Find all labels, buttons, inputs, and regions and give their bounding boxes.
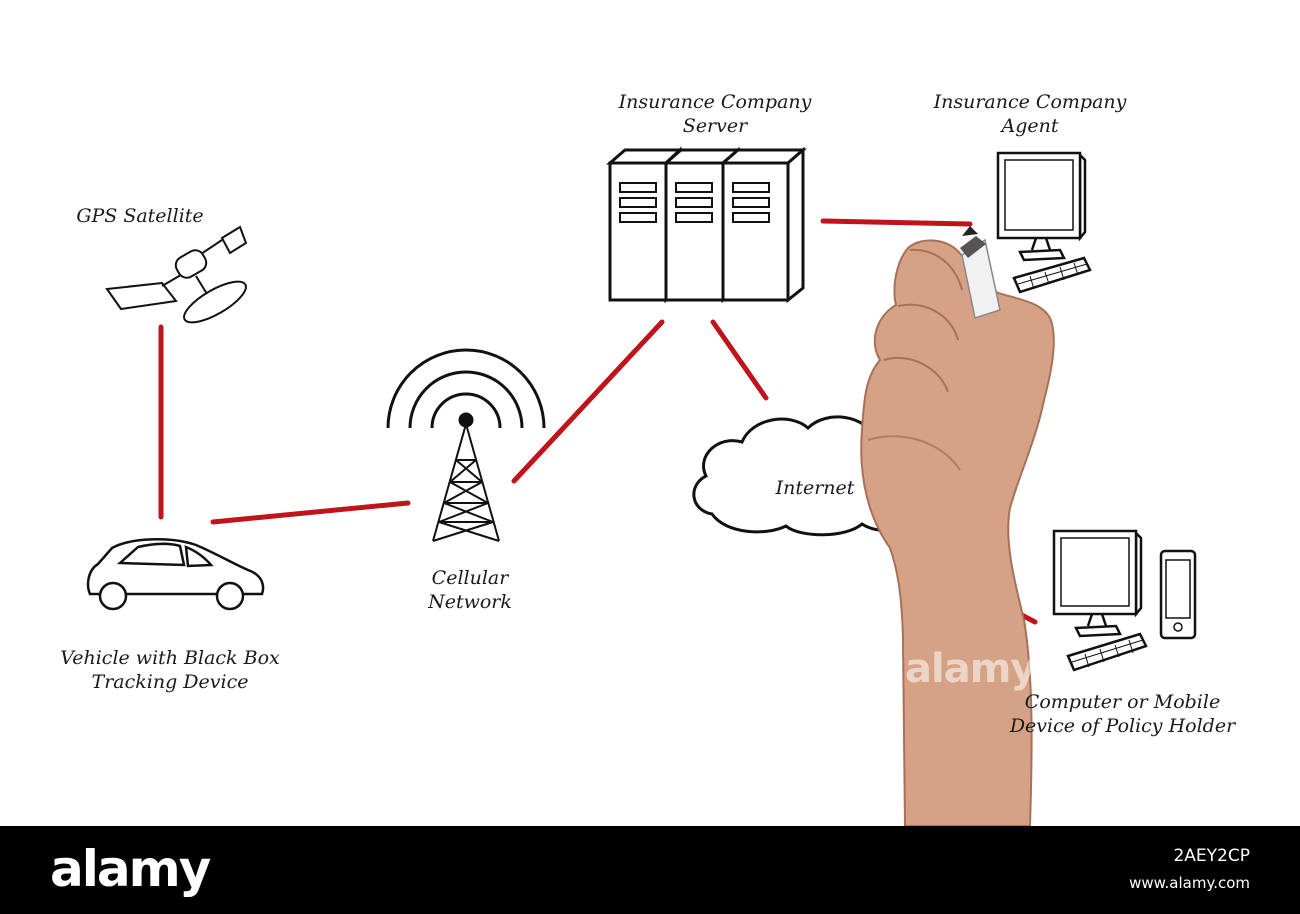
satellite-icon — [105, 225, 248, 324]
gps-satellite-label-text: GPS Satellite — [76, 205, 204, 227]
diagram-canvas: GPS Satellite Vehicle with Black Box Tra… — [20, 90, 1270, 826]
server-label: Insurance Company Server — [580, 90, 850, 138]
vehicle-label-line2: Tracking Device — [91, 671, 249, 693]
policy-holder-label-line2: Device of Policy Holder — [1009, 715, 1236, 737]
cellular-network-label-line1: Cellular — [431, 567, 509, 589]
internet-label: Internet — [750, 476, 880, 500]
alamy-watermark: alamy — [905, 646, 1036, 692]
footer-url: www.alamy.com — [1129, 874, 1250, 892]
edge-server-internet — [710, 319, 769, 401]
car-icon — [86, 538, 265, 611]
alamy-logo: alamy — [50, 840, 211, 898]
policy-holder-label: Computer or Mobile Device of Policy Hold… — [975, 690, 1270, 738]
agent-label-line2: Agent — [1001, 115, 1059, 137]
cellular-network-label: Cellular Network — [395, 566, 545, 614]
desktop-computer-icon — [996, 151, 1092, 294]
policy-holder-label-line1: Computer or Mobile — [1024, 691, 1221, 713]
cellular-network-label-line2: Network — [428, 591, 512, 613]
edge-vehicle-cellular — [210, 500, 411, 525]
hand-with-marker-image — [860, 226, 1055, 826]
server-label-line2: Server — [682, 115, 748, 137]
agent-label: Insurance Company Agent — [895, 90, 1165, 138]
gps-satellite-label: GPS Satellite — [40, 204, 240, 228]
edge-server-agent — [820, 218, 973, 227]
cell-tower-icon — [386, 348, 546, 542]
computer-and-phone-icon — [1052, 529, 1197, 672]
image-id: 2AEY2CP — [1173, 846, 1250, 866]
edge-cellular-server — [511, 319, 665, 484]
server-rack-icon — [605, 146, 808, 304]
stock-footer-bar: alamy 2AEY2CP www.alamy.com — [0, 826, 1300, 914]
vehicle-label-line1: Vehicle with Black Box — [60, 647, 280, 669]
network-diagram — [86, 146, 1197, 826]
vehicle-label: Vehicle with Black Box Tracking Device — [20, 646, 320, 694]
internet-label-text: Internet — [775, 477, 855, 499]
agent-label-line1: Insurance Company — [933, 91, 1127, 113]
server-label-line1: Insurance Company — [618, 91, 812, 113]
